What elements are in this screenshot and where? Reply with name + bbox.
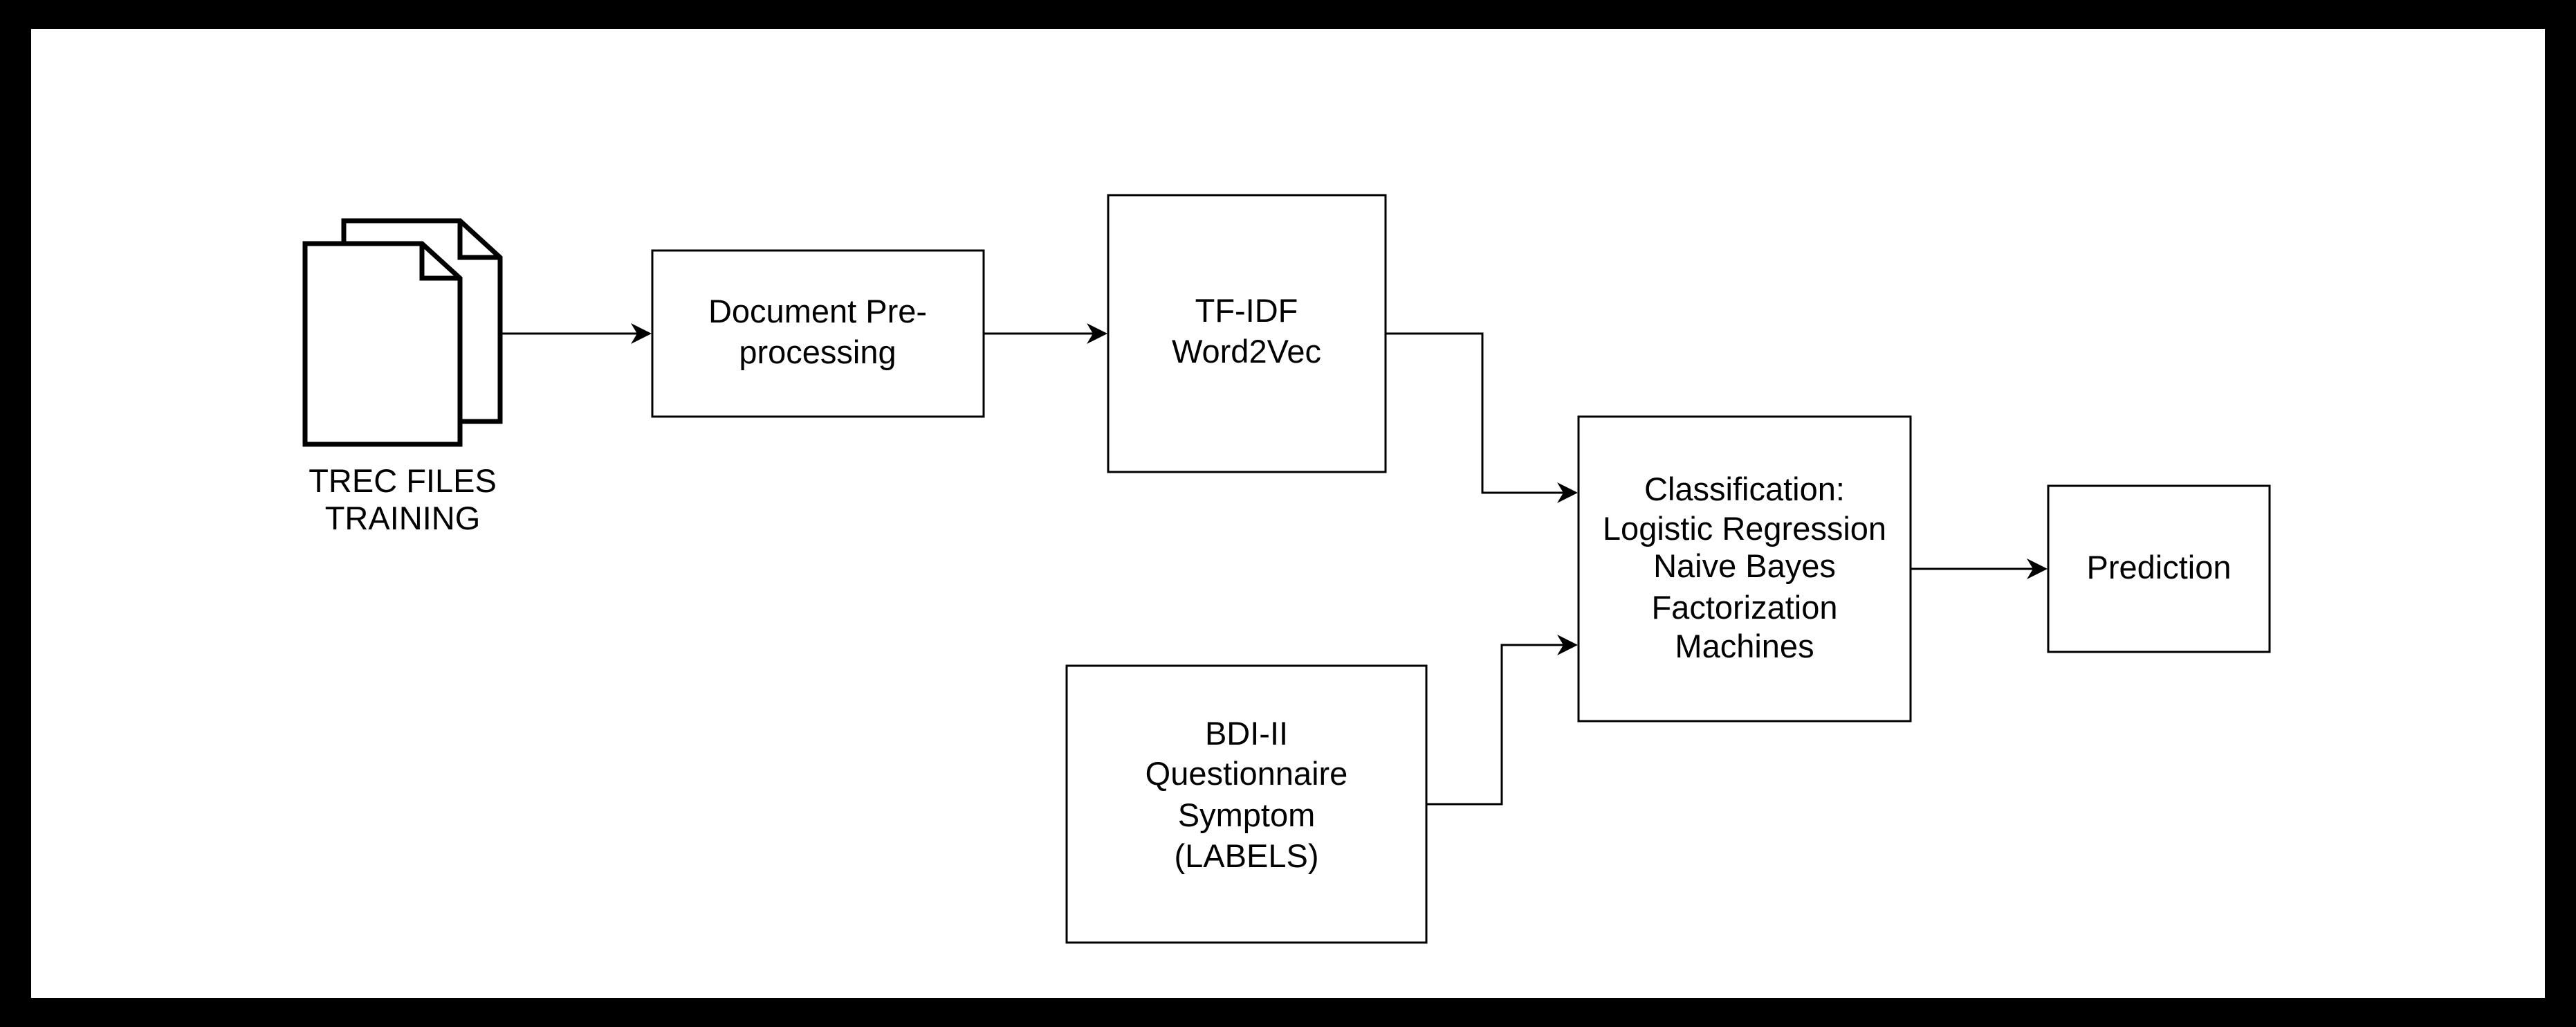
labels-label-line2: Questionnaire [1146,755,1348,792]
labels-label-line4: (LABELS) [1175,837,1319,874]
trec-training-label: TRAINING [325,500,481,536]
front-document-fold [419,244,460,281]
front-document-icon [302,241,463,447]
features-label-line2: Word2Vec [1172,333,1321,370]
features-label-line1: TF-IDF [1195,292,1298,329]
arrow-features-to-classification [1386,332,1578,503]
classification-box [1577,415,1912,722]
classification-label-line5: Machines [1675,628,1814,664]
prediction-label: Prediction [2087,549,2232,585]
preprocessing-label-line1: Document Pre- [708,293,927,329]
classification-label-line2: Logistic Regression [1603,510,1886,547]
labels-label-line1: BDI-II [1205,715,1288,752]
diagram-canvas: TREC FILES TRAINING Document Pre- proces… [31,29,2545,998]
trec-files-label: TREC FILES [309,462,497,499]
back-document-fold [457,221,500,260]
classification-label-line4: Factorization [1651,589,1837,626]
document-stack-icon [302,218,503,447]
arrow-labels-to-classification [1426,635,1578,806]
labels-label-line3: Symptom [1178,797,1316,833]
classification-label-line1: Classification: [1644,471,1845,507]
flow-diagram: TREC FILES TRAINING Document Pre- proces… [302,194,2271,944]
prediction-box [2047,484,2271,653]
preprocessing-box [651,249,985,418]
labels-box [1065,664,1428,944]
preprocessing-label-line2: processing [739,334,896,370]
classification-label-line3: Naive Bayes [1653,547,1836,584]
